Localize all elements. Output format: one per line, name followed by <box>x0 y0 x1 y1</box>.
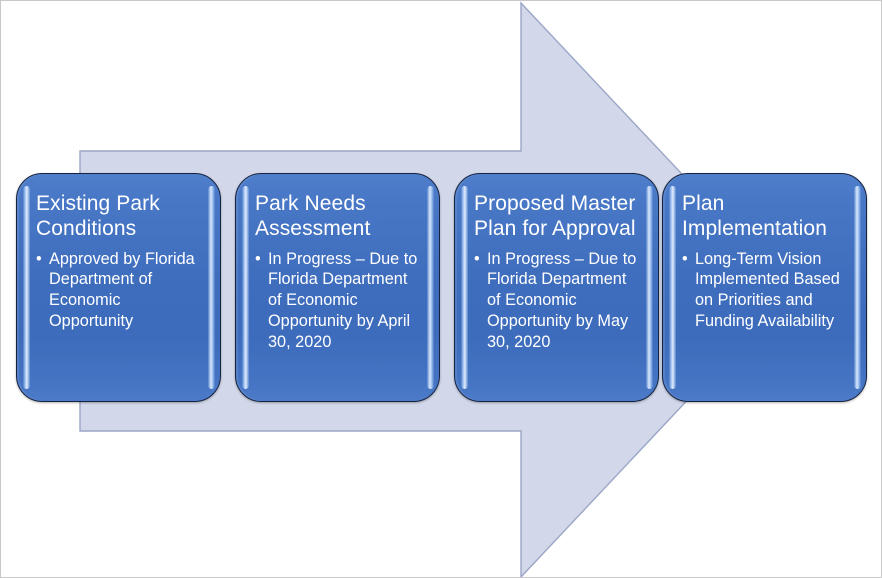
stage-bullet-list: • Long-Term Vision Implemented Based on P… <box>682 249 852 332</box>
bullet-dot-icon: • <box>255 249 261 268</box>
bullet-dot-icon: • <box>36 249 42 268</box>
stage-bullet-text: Approved by Florida Department of Econom… <box>49 249 195 331</box>
stage-title: Park Needs Assessment <box>255 192 371 240</box>
stage-bullet-text: In Progress – Due to Florida Department … <box>268 249 418 351</box>
stage-bullet-list: • Approved by Florida Department of Econo… <box>36 249 206 332</box>
stage-bullet-list: • In Progress – Due to Florida Department… <box>474 249 644 353</box>
stage-box-existing-park-conditions[interactable]: Existing Park Conditions • Approved by Fl… <box>16 173 221 402</box>
stage-title: Proposed Master Plan for Approval <box>474 192 636 240</box>
stage-bullet-item: • In Progress – Due to Florida Department… <box>474 249 644 353</box>
stage-title: Existing Park Conditions <box>36 192 160 240</box>
stage-bullet-list: • In Progress – Due to Florida Department… <box>255 249 425 353</box>
stage-box-proposed-master-plan[interactable]: Proposed Master Plan for Approval • In Pr… <box>454 173 659 402</box>
stage-box-content: Plan Implementation • Long-Term Vision Im… <box>663 174 866 332</box>
stage-box-plan-implementation[interactable]: Plan Implementation • Long-Term Vision Im… <box>662 173 867 402</box>
stage-box-park-needs-assessment[interactable]: Park Needs Assessment • In Progress – Due… <box>235 173 440 402</box>
stage-box-content: Existing Park Conditions • Approved by Fl… <box>17 174 220 332</box>
stage-bullet-text: In Progress – Due to Florida Department … <box>487 249 637 351</box>
stage-bullet-item: • Long-Term Vision Implemented Based on P… <box>682 249 852 332</box>
bullet-dot-icon: • <box>682 249 688 268</box>
stage-box-content: Park Needs Assessment • In Progress – Due… <box>236 174 439 353</box>
stage-bullet-item: • Approved by Florida Department of Econo… <box>36 249 206 332</box>
stage-bullet-item: • In Progress – Due to Florida Department… <box>255 249 425 353</box>
stage-title: Plan Implementation <box>682 192 827 240</box>
bullet-dot-icon: • <box>474 249 480 268</box>
stage-box-content: Proposed Master Plan for Approval • In Pr… <box>455 174 658 353</box>
stage-bullet-text: Long-Term Vision Implemented Based on Pr… <box>695 249 840 331</box>
